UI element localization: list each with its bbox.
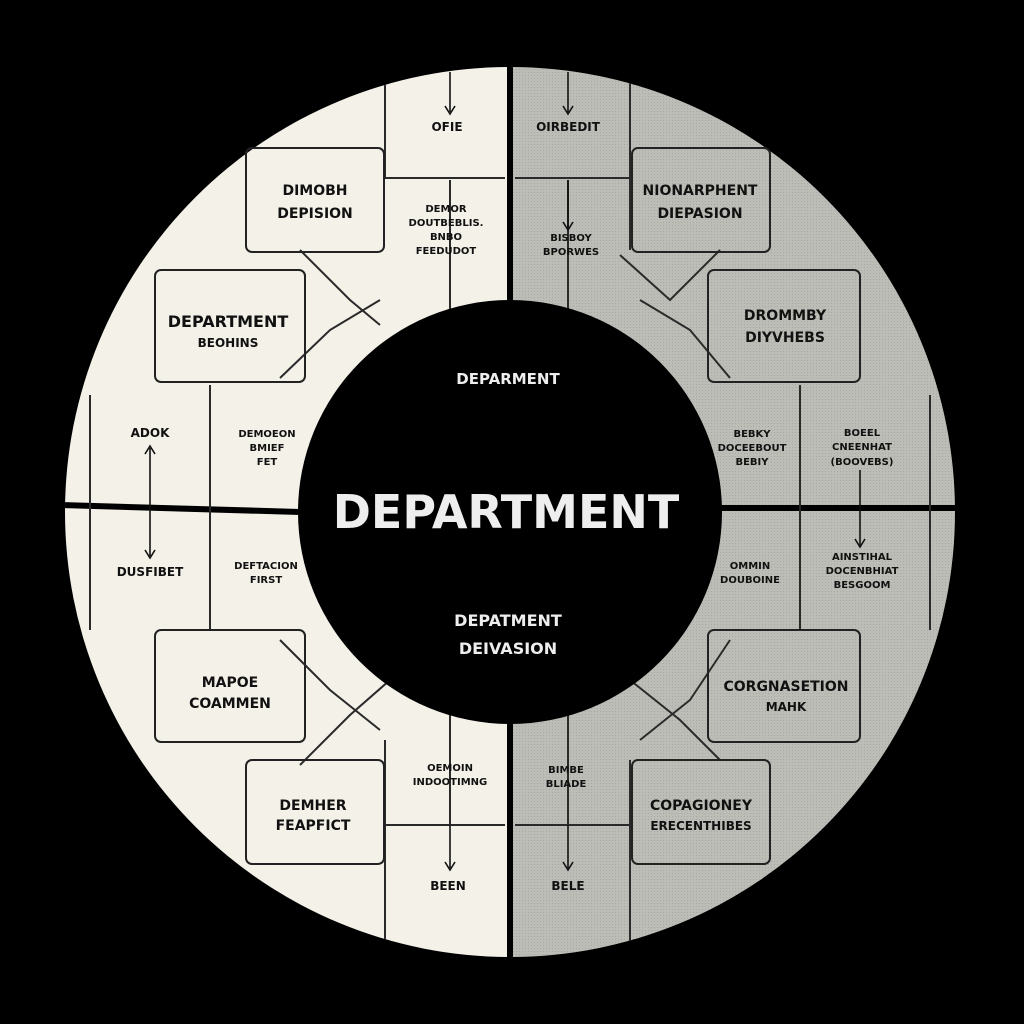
right-label-far-top-2: CNEENHAT [832, 442, 892, 453]
right-label-mid-top-1: BEBKY [733, 429, 771, 440]
box-right-lower-line2: MAHK [766, 700, 807, 714]
right-label-far-top-3: (BOOVEBS) [831, 457, 894, 468]
left-label-bottom: BEEN [430, 879, 466, 893]
left-label-top-mid-3: BNBO [430, 232, 462, 243]
right-label-far-bottom-3: BESGOOM [834, 580, 891, 591]
right-label-far-top-1: BOEEL [844, 428, 881, 439]
box-right-lower-line1: CORGNASETION [723, 679, 848, 695]
box-left-dept-line1: DEPARTMENT [168, 312, 289, 331]
box-right-top-line2: DIEPASION [657, 206, 742, 222]
right-label-bottom: BELE [551, 879, 584, 893]
box-right-top-line1: NIONARPHENT [643, 183, 758, 199]
left-label-bottom-mid-1: OEMOIN [427, 763, 473, 774]
left-label-mid-top-1: DEMOEON [238, 429, 295, 440]
box-left-top-line1: DIMOBH [282, 183, 347, 199]
box-right-upper-line2: DIYVHEBS [745, 330, 825, 346]
right-label-top-mid-2: BPORWES [543, 247, 599, 258]
left-label-adok: ADOK [131, 426, 170, 440]
center-bottom-line2: DEIVASION [459, 639, 557, 658]
right-label-mid-bottom-2: DOUBOINE [720, 575, 780, 586]
center-main-title: DEPARTMENT [333, 485, 680, 539]
right-label-far-bottom-2: DOCENBHIAT [826, 566, 899, 577]
box-left-top [245, 147, 385, 253]
box-left-lower [245, 759, 385, 865]
box-right-upper [707, 269, 861, 383]
right-label-mid-top-3: BEBIY [735, 457, 769, 468]
left-label-mid-top-2: BMIEF [250, 443, 285, 454]
box-right-top [631, 147, 771, 253]
right-label-bottom-mid-2: BLIADE [546, 779, 587, 790]
arrows [144, 72, 866, 872]
left-label-mid-bottom-2: FIRST [250, 575, 282, 586]
box-left-bottom [154, 629, 306, 743]
left-label-top-mid-4: FEEDUDOT [416, 246, 477, 257]
left-label-mid-bottom-1: DEFTACION [234, 561, 298, 572]
box-left-bottom-line1: MAPOE [202, 675, 259, 691]
left-label-top: OFIE [431, 120, 462, 134]
box-left-top-line2: DEPISION [277, 206, 353, 222]
boxes [154, 147, 861, 865]
left-label-mid-top-3: FET [257, 457, 278, 468]
box-left-dept-line2: BEOHINS [198, 336, 259, 350]
box-left-department [154, 269, 306, 383]
center-bottom-line1: DEPATMENT [454, 611, 562, 630]
center-top-label: DEPARMENT [456, 370, 560, 388]
right-label-bottom-mid-1: BIMBE [548, 765, 584, 776]
right-label-far-bottom-1: AINSTIHAL [832, 552, 893, 563]
right-half [510, 67, 955, 957]
right-label-mid-bottom-1: OMMIN [730, 561, 771, 572]
left-label-dusfibet: DUSFIBET [117, 565, 184, 579]
box-right-bottom-line2: ERECENTHIBES [650, 819, 751, 833]
box-left-lower-line2: FEAPFICT [276, 818, 351, 834]
right-label-top-mid-1: BISBOY [550, 233, 592, 244]
center-circle [298, 300, 722, 724]
box-left-lower-line1: DEMHER [279, 798, 346, 814]
box-right-upper-line1: DROMMBY [744, 308, 827, 324]
box-right-bottom-line1: COPAGIONEY [650, 798, 753, 814]
box-right-lower [707, 629, 861, 743]
box-left-bottom-line2: COAMMEN [189, 696, 271, 712]
box-right-bottom [631, 759, 771, 865]
left-label-top-mid-1: DEMOR [425, 204, 467, 215]
left-label-bottom-mid-2: INDOOTIMNG [413, 777, 487, 788]
right-label-top: OIRBEDIT [536, 120, 601, 134]
right-label-mid-top-2: DOCEEBOUT [718, 443, 787, 454]
left-label-top-mid-2: DOUTBEBLIS. [409, 218, 484, 229]
